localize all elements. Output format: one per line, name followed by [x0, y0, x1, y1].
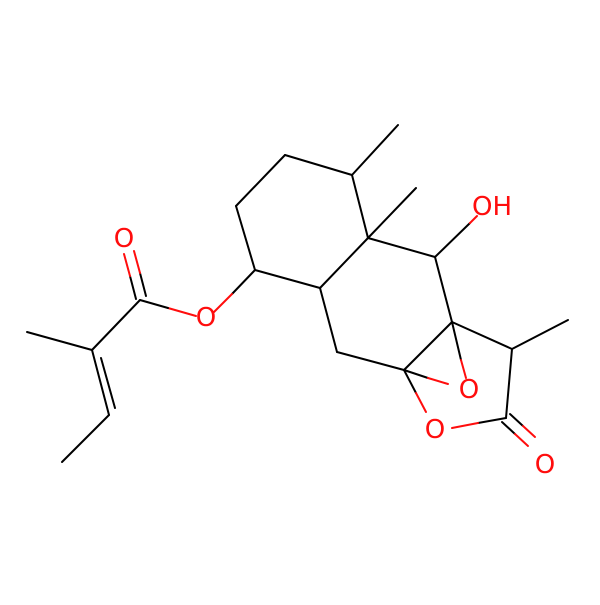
bond: [61, 414, 110, 463]
bond-layer: [26, 124, 569, 463]
methyl-bond: [26, 331, 93, 351]
bond: [367, 237, 436, 258]
double-bond: [133, 250, 141, 274]
double-bond: [91, 349, 110, 416]
bond: [403, 369, 417, 394]
lactone-ring-oxygen-label: O: [425, 415, 445, 445]
methyl-bond: [367, 187, 417, 239]
bond: [451, 321, 462, 361]
bond: [91, 299, 141, 351]
bond: [351, 174, 369, 239]
atom-label-layer: O O OH O O O: [114, 192, 555, 480]
bond: [415, 392, 427, 413]
bond: [213, 293, 233, 313]
ester-linkage-oxygen-label: O: [196, 303, 216, 333]
methyl-bond: [511, 319, 569, 350]
double-bond: [129, 275, 137, 300]
bond: [427, 377, 449, 385]
bond: [451, 422, 479, 429]
bond: [254, 269, 321, 289]
bond: [403, 369, 429, 379]
hydroxyl-label: OH: [472, 192, 512, 222]
bond: [235, 205, 256, 271]
double-bond: [139, 272, 147, 297]
bond: [284, 154, 353, 176]
bond: [477, 417, 507, 424]
bond: [231, 269, 256, 295]
bond: [460, 359, 467, 379]
ester-carbonyl-oxygen-label: O: [114, 224, 134, 254]
double-bond: [501, 421, 516, 435]
bond: [434, 256, 453, 323]
bond: [319, 287, 338, 353]
double-bond: [123, 253, 131, 277]
bond: [403, 321, 453, 371]
bond: [469, 215, 478, 224]
double-bond: [509, 413, 524, 427]
methyl-bond: [351, 124, 399, 176]
double-bond: [522, 425, 536, 438]
lactone-carbonyl-oxygen-label: O: [535, 450, 555, 480]
bond: [451, 321, 513, 350]
bond: [319, 237, 369, 289]
bond: [235, 154, 286, 207]
bond: [434, 222, 471, 258]
epoxide-oxygen-label: O: [459, 375, 479, 405]
double-bond: [514, 433, 529, 447]
double-bond: [100, 357, 116, 409]
bond: [505, 348, 513, 419]
bond: [167, 307, 197, 317]
bond: [336, 351, 405, 371]
bond: [139, 299, 169, 309]
